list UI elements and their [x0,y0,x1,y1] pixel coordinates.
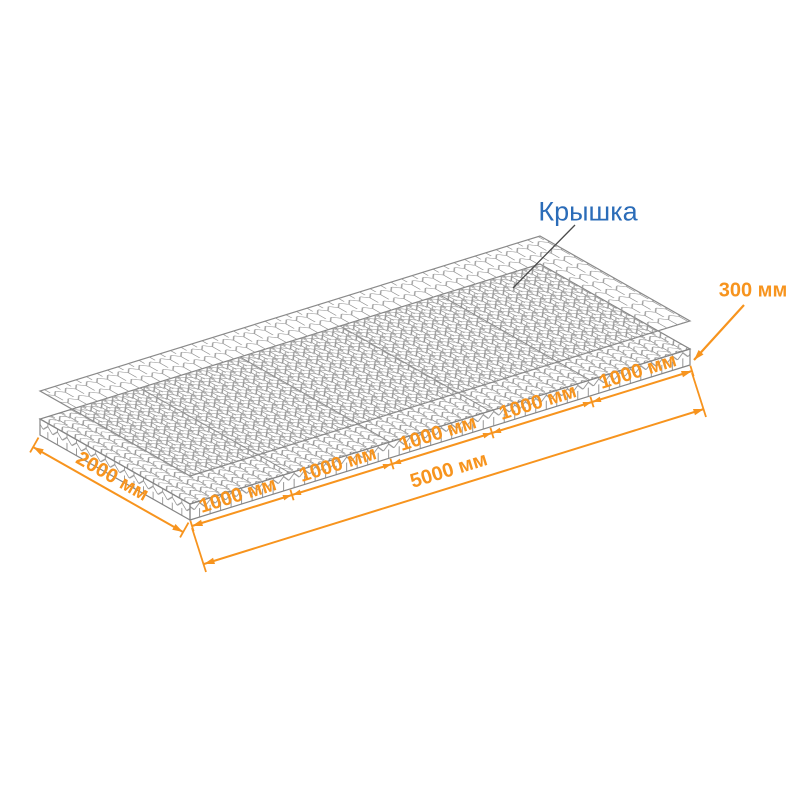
lid-label: Крышка [538,196,638,227]
height-leader-line [693,304,745,361]
dimension-line-5000 [191,372,707,573]
dimension-line-2000 [29,437,190,538]
height-dimension-label: 300 мм [718,279,788,302]
lid-leader-line [512,224,576,289]
